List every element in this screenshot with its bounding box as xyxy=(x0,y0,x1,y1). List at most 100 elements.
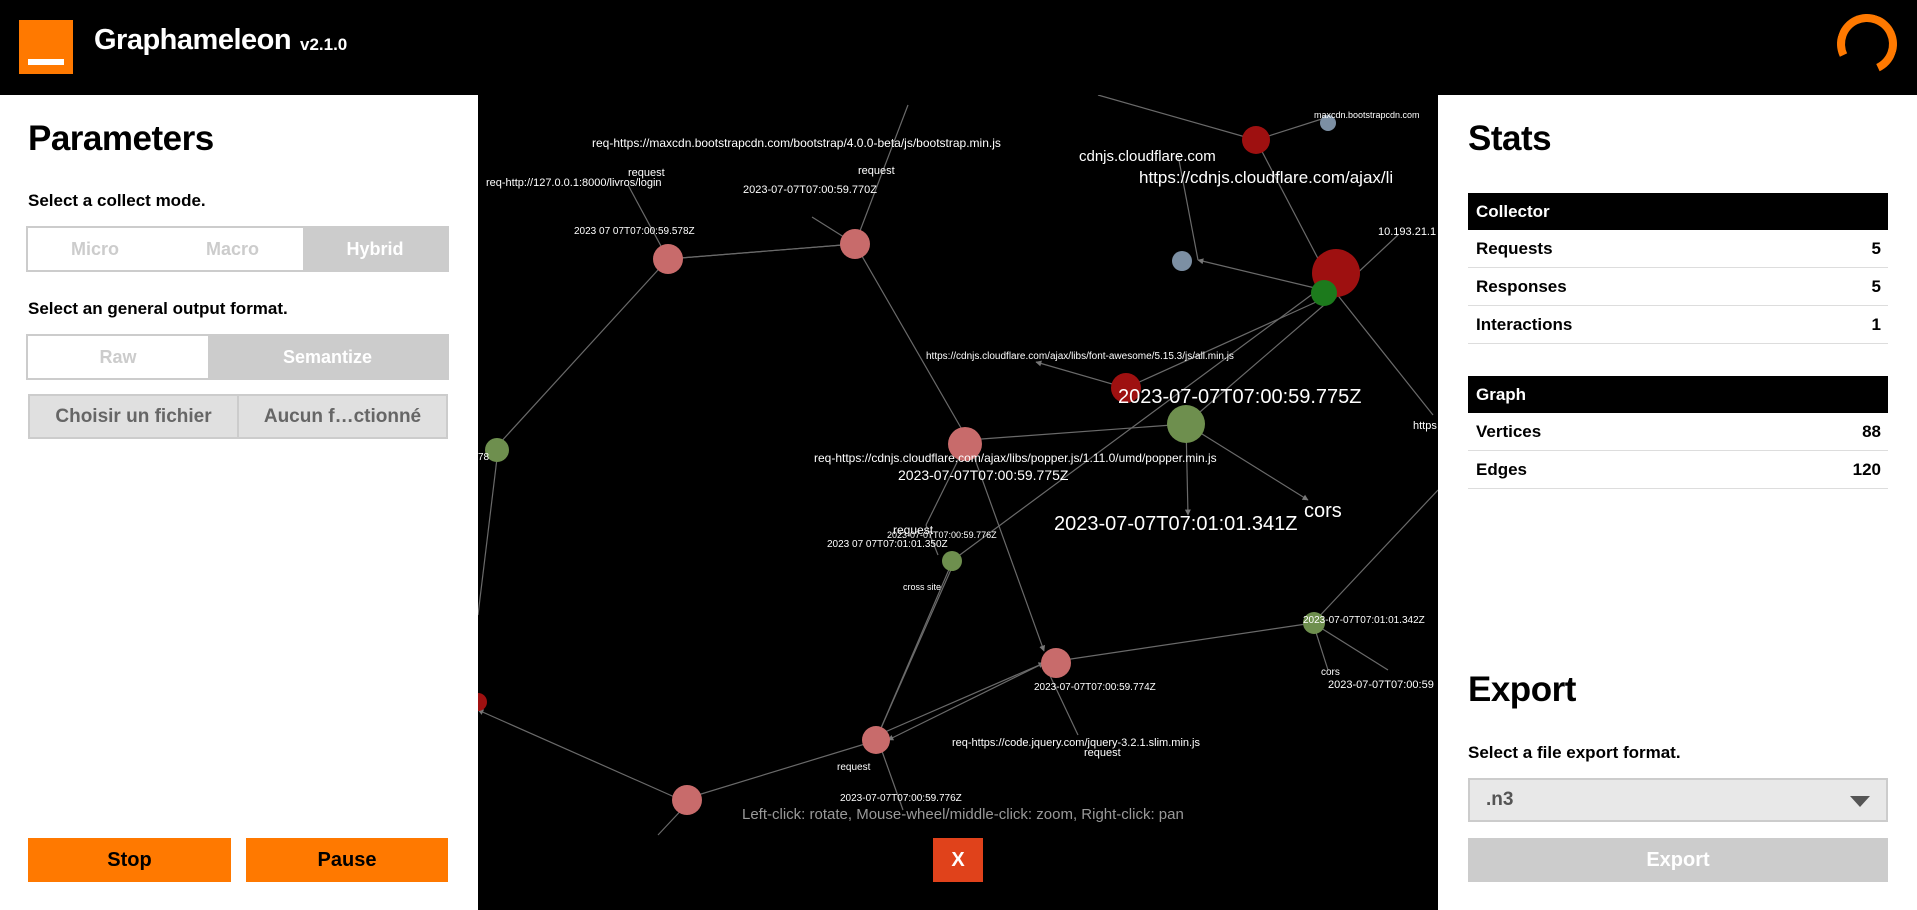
collect-mode-label: Select a collect mode. xyxy=(28,191,206,210)
graph-label: request xyxy=(1084,747,1121,759)
graph-edges xyxy=(478,95,1438,836)
app-version: v2.1.0 xyxy=(300,35,348,54)
graph-edge xyxy=(1335,292,1434,416)
stat-value: 88 xyxy=(1862,422,1881,441)
graph-edge xyxy=(887,662,1045,741)
export-title: Export xyxy=(1468,670,1576,709)
graph-node[interactable] xyxy=(1311,280,1337,306)
graph-edge xyxy=(1043,620,1314,664)
graph-node[interactable] xyxy=(948,427,982,461)
graph-edge xyxy=(967,421,1187,441)
app-header: Graphameleon v2.1.0 xyxy=(0,0,1917,95)
stat-value: 1 xyxy=(1871,315,1881,334)
close-graph-button[interactable]: X xyxy=(933,838,983,882)
format-semantize[interactable]: Semantize xyxy=(208,336,447,378)
graph-node[interactable] xyxy=(485,438,509,462)
export-format-value: .n3 xyxy=(1486,789,1514,810)
orange-logo-icon xyxy=(19,20,73,74)
graph-node[interactable] xyxy=(1303,612,1325,634)
output-format-label: Select an general output format. xyxy=(28,299,288,318)
graph-label: cross site xyxy=(903,582,941,592)
graph-node[interactable] xyxy=(672,785,702,815)
graph-label: cors xyxy=(1321,667,1340,678)
graph-edge xyxy=(877,662,1045,736)
graph-edge xyxy=(667,243,856,262)
pause-button[interactable]: Pause xyxy=(246,838,448,882)
graph-label: 10.193.21.1 xyxy=(1378,226,1436,238)
graph-edge xyxy=(1185,292,1339,425)
parameters-panel: Parameters Select a collect mode. Micro … xyxy=(0,95,478,910)
export-format-label: Select a file export format. xyxy=(1468,743,1681,762)
graph-label: https xyxy=(1413,420,1437,432)
graph-node[interactable] xyxy=(1320,115,1336,131)
stat-label: Interactions xyxy=(1476,315,1573,334)
collect-mode-macro[interactable]: Macro xyxy=(162,228,303,270)
collect-mode-hybrid[interactable]: Hybrid xyxy=(303,228,447,270)
export-format-select[interactable]: .n3 xyxy=(1468,778,1888,822)
table-row: Interactions 1 xyxy=(1468,306,1888,344)
stop-button[interactable]: Stop xyxy=(28,838,231,882)
graph-label: https://cdnjs.cloudflare.com/ajax/li xyxy=(1139,168,1393,187)
graph-edge xyxy=(1177,154,1199,261)
graph-edge xyxy=(1097,95,1257,141)
graph-node[interactable] xyxy=(1167,405,1205,443)
stats-title: Stats xyxy=(1468,119,1552,158)
collect-mode-micro[interactable]: Micro xyxy=(28,228,162,270)
graph-label: cors xyxy=(1304,500,1342,522)
export-button[interactable]: Export xyxy=(1468,838,1888,882)
graph-node[interactable] xyxy=(942,551,962,571)
graph-node[interactable] xyxy=(1242,126,1270,154)
file-name-display: Aucun f…ctionné xyxy=(237,396,446,437)
graph-node[interactable] xyxy=(1172,251,1192,271)
loading-spinner-icon xyxy=(1828,5,1906,83)
graph-stats-heading: Graph xyxy=(1468,376,1888,413)
graph-label: maxcdn.bootstrapcdn.com xyxy=(1314,110,1420,120)
graph-label: 2023-07-07T07:00:59.774Z xyxy=(1034,682,1156,693)
graph-edge xyxy=(1312,489,1438,624)
graph-svg[interactable]: req-https://maxcdn.bootstrapcdn.com/boot… xyxy=(478,95,1438,910)
stat-label: Responses xyxy=(1476,277,1567,296)
collector-heading: Collector xyxy=(1468,193,1888,230)
graph-edge xyxy=(854,243,969,441)
graph-node[interactable] xyxy=(653,244,683,274)
file-input[interactable]: Choisir un fichier Aucun f…ctionné xyxy=(28,394,448,439)
graph-label: 2023-07-07T07:00:59.776Z xyxy=(840,793,962,804)
graph-label: req-https://code.jquery.com/jquery-3.2.1… xyxy=(952,737,1200,749)
graph-label: 2023 07 07T07:00:59.578Z xyxy=(574,226,695,237)
graph-label: request xyxy=(893,523,934,537)
graph-edge xyxy=(497,258,669,446)
graph-node[interactable] xyxy=(1041,648,1071,678)
graph-labels: req-https://maxcdn.bootstrapcdn.com/boot… xyxy=(478,110,1437,804)
graph-node[interactable] xyxy=(478,693,487,711)
graph-label: cdnjs.cloudflare.com xyxy=(1079,148,1216,165)
parameters-title: Parameters xyxy=(28,119,214,158)
choose-file-button[interactable]: Choisir un fichier xyxy=(30,396,237,437)
graph-label: 2023-07-07T07:00:59 xyxy=(1328,679,1434,691)
output-format-selector: Raw Semantize xyxy=(26,334,449,380)
graph-label: 78 xyxy=(478,452,490,463)
graph-node[interactable] xyxy=(862,726,890,754)
graph-label: request xyxy=(837,762,871,773)
format-raw[interactable]: Raw xyxy=(28,336,208,378)
graph-label: 2023 07 07T07:01:01.350Z xyxy=(827,539,948,550)
graph-nodes xyxy=(478,115,1360,815)
graph-edge xyxy=(925,524,939,556)
graph-edge xyxy=(1125,292,1337,389)
graph-node[interactable] xyxy=(1111,373,1141,403)
graph-edge xyxy=(687,739,879,800)
collect-mode-selector: Micro Macro Hybrid xyxy=(26,226,449,272)
graph-canvas[interactable]: req-https://maxcdn.bootstrapcdn.com/boot… xyxy=(478,95,1438,910)
graph-label: req-https://maxcdn.bootstrapcdn.com/boot… xyxy=(592,136,1001,150)
chevron-down-icon xyxy=(1850,796,1870,807)
graph-label: request xyxy=(858,165,895,177)
graph-label: 2023-07-07T07:00:59.775Z xyxy=(1118,386,1362,408)
graph-label: 2023-07-07T07:00:59.775Z xyxy=(898,467,1069,483)
graph-edge xyxy=(1035,360,1127,389)
graph-label: req-http://127.0.0.1:8000/livros/login xyxy=(486,177,662,189)
graph-edge xyxy=(854,104,909,245)
graph-node[interactable] xyxy=(840,229,870,259)
graph-edge xyxy=(952,289,1319,561)
